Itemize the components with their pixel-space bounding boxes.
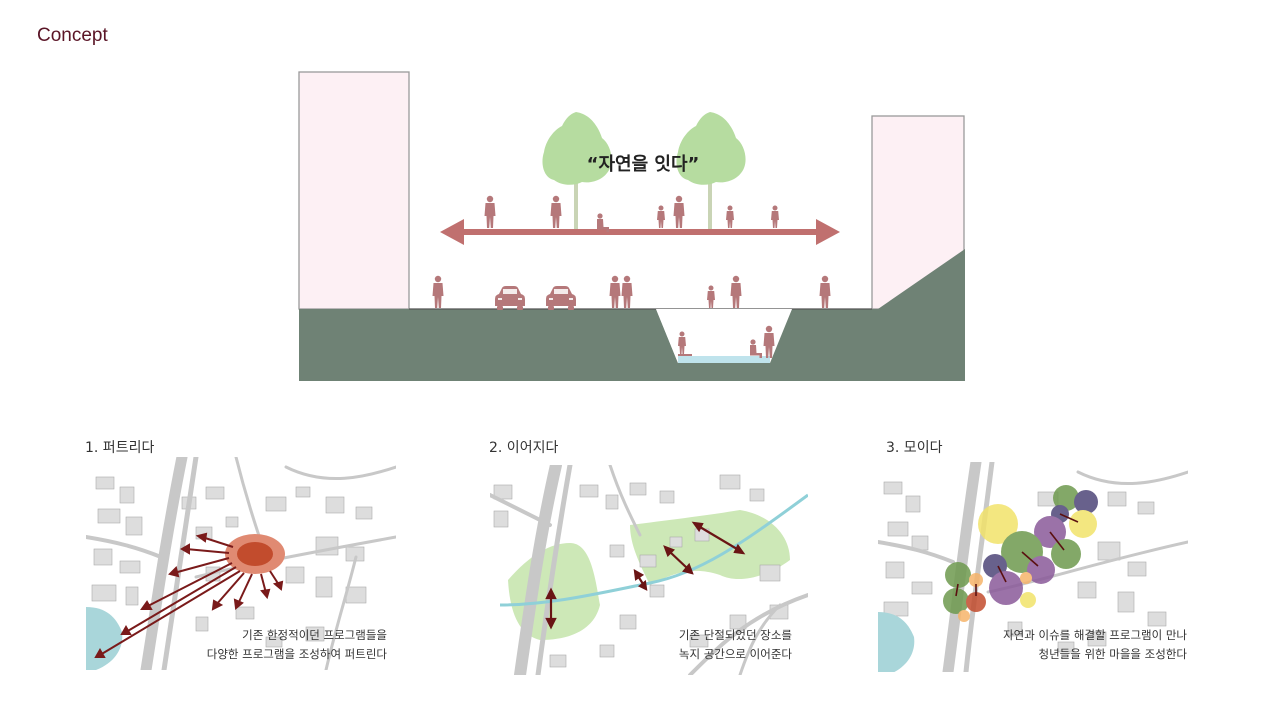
panel-3-caption-line-2: 청년들을 위한 마을을 조성한다 — [1038, 647, 1187, 661]
panel-2-caption-line-1: 기존 단절되었던 장소를 — [678, 628, 792, 642]
street-figures — [432, 275, 831, 310]
panel-1-caption-line-2: 다양한 프로그램을 조성하여 퍼트린다 — [206, 647, 387, 661]
panel-2-map — [490, 465, 808, 675]
panel-3-map — [878, 462, 1188, 672]
panel-1-label: 1. 퍼트리다 — [85, 440, 155, 456]
car-icon — [546, 286, 576, 310]
panel-2-caption: 기존 단절되었던 장소를 녹지 공간으로 이어준다 — [679, 626, 792, 664]
panel-3-caption-line-1: 자연과 이슈를 해결할 프로그램이 만나 — [1003, 628, 1187, 642]
ground — [299, 249, 965, 381]
section-diagram: “자연을 잇다” — [298, 71, 965, 381]
section-slogan: “자연을 잇다” — [587, 154, 700, 175]
panel-3-caption: 자연과 이슈를 해결할 프로그램이 만나 청년들을 위한 마을을 조성한다 — [1003, 626, 1187, 664]
page-title: Concept — [37, 25, 108, 46]
panel-2-caption-line-2: 녹지 공간으로 이어준다 — [678, 647, 792, 661]
connection-arrow — [440, 219, 840, 245]
panel-1-caption-line-1: 기존 한정적이던 프로그램들을 — [242, 628, 387, 642]
panel-2-label: 2. 이어지다 — [489, 440, 559, 456]
upper-people — [484, 195, 779, 232]
stream-water — [678, 356, 770, 363]
car-icon — [495, 286, 525, 310]
left-building — [298, 71, 410, 310]
panel-1-caption: 기존 한정적이던 프로그램들을 다양한 프로그램을 조성하여 퍼트린다 — [207, 626, 387, 664]
panel-1-map — [86, 457, 396, 670]
panel-3-label: 3. 모이다 — [886, 440, 943, 456]
stream-channel — [656, 309, 792, 363]
stream-figures — [678, 325, 775, 358]
